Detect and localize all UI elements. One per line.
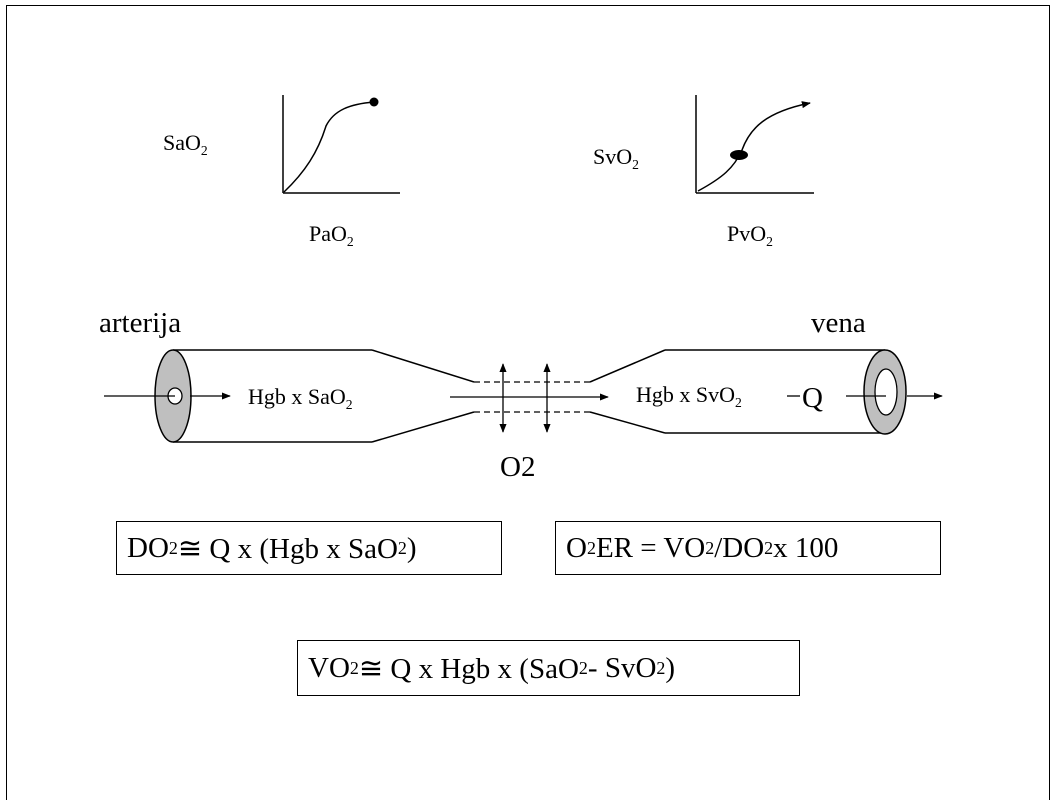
vein-content-label: Hgb x SvO2 [636,382,742,410]
svo2-pvo2-graph [695,95,814,194]
sao2-pao2-graph [282,95,400,194]
flow-q-label: Q [802,382,823,414]
artery-label: arterija [99,307,182,339]
left-graph-x-label: PaO2 [309,221,354,249]
left-dissociation-curve [283,101,375,193]
left-graph-y-label: SaO2 [163,130,208,158]
vein-taper-top [589,349,666,383]
vein-lumen [874,368,898,416]
right-graph-x-label: PvO2 [727,221,773,249]
vein-taper-bottom [589,411,666,434]
left-curve-point [369,97,379,107]
vein-label: vena [811,307,866,339]
right-graph-y-label: SvO2 [593,144,639,172]
artery-taper-bottom [371,411,475,443]
slide-frame [6,5,1050,800]
artery-taper-top [371,349,475,383]
right-curve-point [730,150,748,160]
o2-exchange-label: O2 [500,451,536,483]
vessel [104,349,943,443]
right-dissociation-curve [697,101,811,192]
artery-content-label: Hgb x SaO2 [248,384,353,412]
